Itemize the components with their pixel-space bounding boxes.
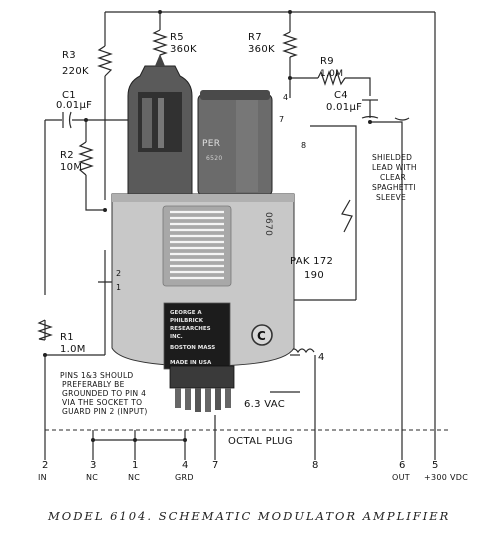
svg-text:SLEEVE: SLEEVE bbox=[376, 193, 406, 202]
pak-label: PAK 172 190 bbox=[290, 256, 333, 281]
capacitor-c4 bbox=[361, 99, 379, 119]
resistor-r7 bbox=[282, 31, 298, 58]
vent-grille bbox=[162, 205, 232, 287]
amplifier-unit-photo: PER 6520 0670 bbox=[111, 54, 295, 412]
svg-text:6520: 6520 bbox=[206, 155, 222, 162]
octal-plug-label: OCTAL PLUG bbox=[228, 436, 293, 447]
svg-text:190: 190 bbox=[304, 270, 324, 281]
pin-number: 4 bbox=[182, 460, 189, 471]
svg-text:360K: 360K bbox=[248, 44, 275, 55]
svg-text:2: 2 bbox=[116, 269, 121, 278]
resistor-r5 bbox=[152, 29, 168, 56]
svg-text:220K: 220K bbox=[62, 66, 89, 77]
resistor-r1 bbox=[37, 319, 53, 341]
pin-number: 2 bbox=[42, 460, 49, 471]
octal-base bbox=[169, 365, 235, 412]
svg-text:GEORGE A: GEORGE A bbox=[170, 310, 202, 316]
pin-label: IN bbox=[38, 473, 47, 482]
pins-note: PINS 1&3 SHOULD PREFERABLY BE GROUNDED T… bbox=[60, 371, 148, 416]
svg-text:SPAGHETTI: SPAGHETTI bbox=[372, 183, 416, 192]
svg-text:PREFERABLY BE: PREFERABLY BE bbox=[62, 380, 125, 389]
pin-label: OUT bbox=[392, 473, 410, 482]
shielded-lead-note: SHIELDED LEAD WITH CLEAR SPAGHETTI SLEEV… bbox=[372, 153, 417, 202]
resistor-labels: R5 360K R7 360K R3 220K R9 1.0M R2 10M R… bbox=[60, 32, 343, 355]
svg-text:7: 7 bbox=[279, 115, 284, 124]
svg-text:0.01µF: 0.01µF bbox=[56, 100, 92, 111]
resistor-r9 bbox=[317, 70, 346, 86]
svg-text:INC.: INC. bbox=[170, 334, 183, 340]
svg-text:8: 8 bbox=[301, 141, 306, 150]
nameplate: GEORGE A PHILBRICK RESEARCHES INC. BOSTO… bbox=[163, 302, 231, 370]
serial-number: 0670 bbox=[263, 212, 273, 236]
pin-label: +300 VDC bbox=[424, 473, 468, 482]
svg-text:GROUNDED TO PIN 4: GROUNDED TO PIN 4 bbox=[62, 389, 146, 398]
capacitor-c1 bbox=[62, 111, 72, 129]
svg-text:MADE IN USA: MADE IN USA bbox=[170, 360, 212, 366]
logo-c: C bbox=[251, 324, 273, 346]
svg-text:GUARD PIN 2 (INPUT): GUARD PIN 2 (INPUT) bbox=[62, 407, 148, 416]
svg-text:C: C bbox=[257, 329, 266, 343]
pin-number: 6 bbox=[399, 460, 406, 471]
heater-label: 6.3 VAC bbox=[244, 399, 285, 410]
svg-text:0.01µF: 0.01µF bbox=[326, 102, 362, 113]
side-pin-labels: 4 7 8 4 bbox=[279, 93, 325, 363]
svg-text:R1: R1 bbox=[60, 332, 74, 343]
svg-text:R3: R3 bbox=[62, 50, 76, 61]
pin-number: 3 bbox=[90, 460, 97, 471]
svg-text:360K: 360K bbox=[170, 44, 197, 55]
pin-labels: 2 IN 3 NC 1 NC 4 GRD 7 8 6 OUT 5 +300 VD… bbox=[38, 460, 468, 482]
resistor-r3 bbox=[97, 45, 113, 77]
svg-text:R7: R7 bbox=[248, 32, 262, 43]
resistor-r2 bbox=[78, 141, 94, 176]
pin-label: GRD bbox=[175, 473, 194, 482]
svg-text:1: 1 bbox=[116, 283, 121, 292]
svg-text:PINS 1&3 SHOULD: PINS 1&3 SHOULD bbox=[60, 371, 134, 380]
diagram-title: MODEL 6104. SCHEMATIC MODULATOR AMPLIFIE… bbox=[47, 509, 450, 523]
svg-text:C1: C1 bbox=[62, 90, 76, 101]
capacitor-labels: C1 0.01µF C4 0.01µF bbox=[56, 90, 362, 113]
wiring bbox=[43, 10, 450, 460]
pin-label: NC bbox=[86, 473, 98, 482]
svg-text:10M: 10M bbox=[60, 162, 82, 173]
pin-number: 7 bbox=[212, 460, 219, 471]
svg-text:R2: R2 bbox=[60, 150, 74, 161]
svg-text:PHILBRICK: PHILBRICK bbox=[170, 318, 204, 324]
svg-text:BOSTON MASS: BOSTON MASS bbox=[170, 345, 215, 351]
svg-text:RESEARCHES: RESEARCHES bbox=[170, 326, 211, 332]
svg-text:C4: C4 bbox=[334, 90, 348, 101]
svg-text:4: 4 bbox=[283, 93, 288, 102]
pin-number: 8 bbox=[312, 460, 319, 471]
pin-number: 1 bbox=[132, 460, 139, 471]
svg-text:R9: R9 bbox=[320, 56, 334, 67]
pin-label: NC bbox=[128, 473, 140, 482]
svg-text:PAK 172: PAK 172 bbox=[290, 256, 333, 267]
svg-text:R5: R5 bbox=[170, 32, 184, 43]
pin-number: 5 bbox=[432, 460, 439, 471]
svg-text:1.0M: 1.0M bbox=[320, 69, 343, 79]
svg-text:LEAD WITH: LEAD WITH bbox=[372, 163, 417, 172]
svg-text:PER: PER bbox=[202, 139, 220, 149]
svg-text:4: 4 bbox=[318, 352, 325, 363]
svg-text:1.0M: 1.0M bbox=[60, 344, 86, 355]
svg-text:CLEAR: CLEAR bbox=[380, 173, 406, 182]
svg-text:SHIELDED: SHIELDED bbox=[372, 153, 412, 162]
svg-text:VIA THE SOCKET TO: VIA THE SOCKET TO bbox=[62, 398, 142, 407]
